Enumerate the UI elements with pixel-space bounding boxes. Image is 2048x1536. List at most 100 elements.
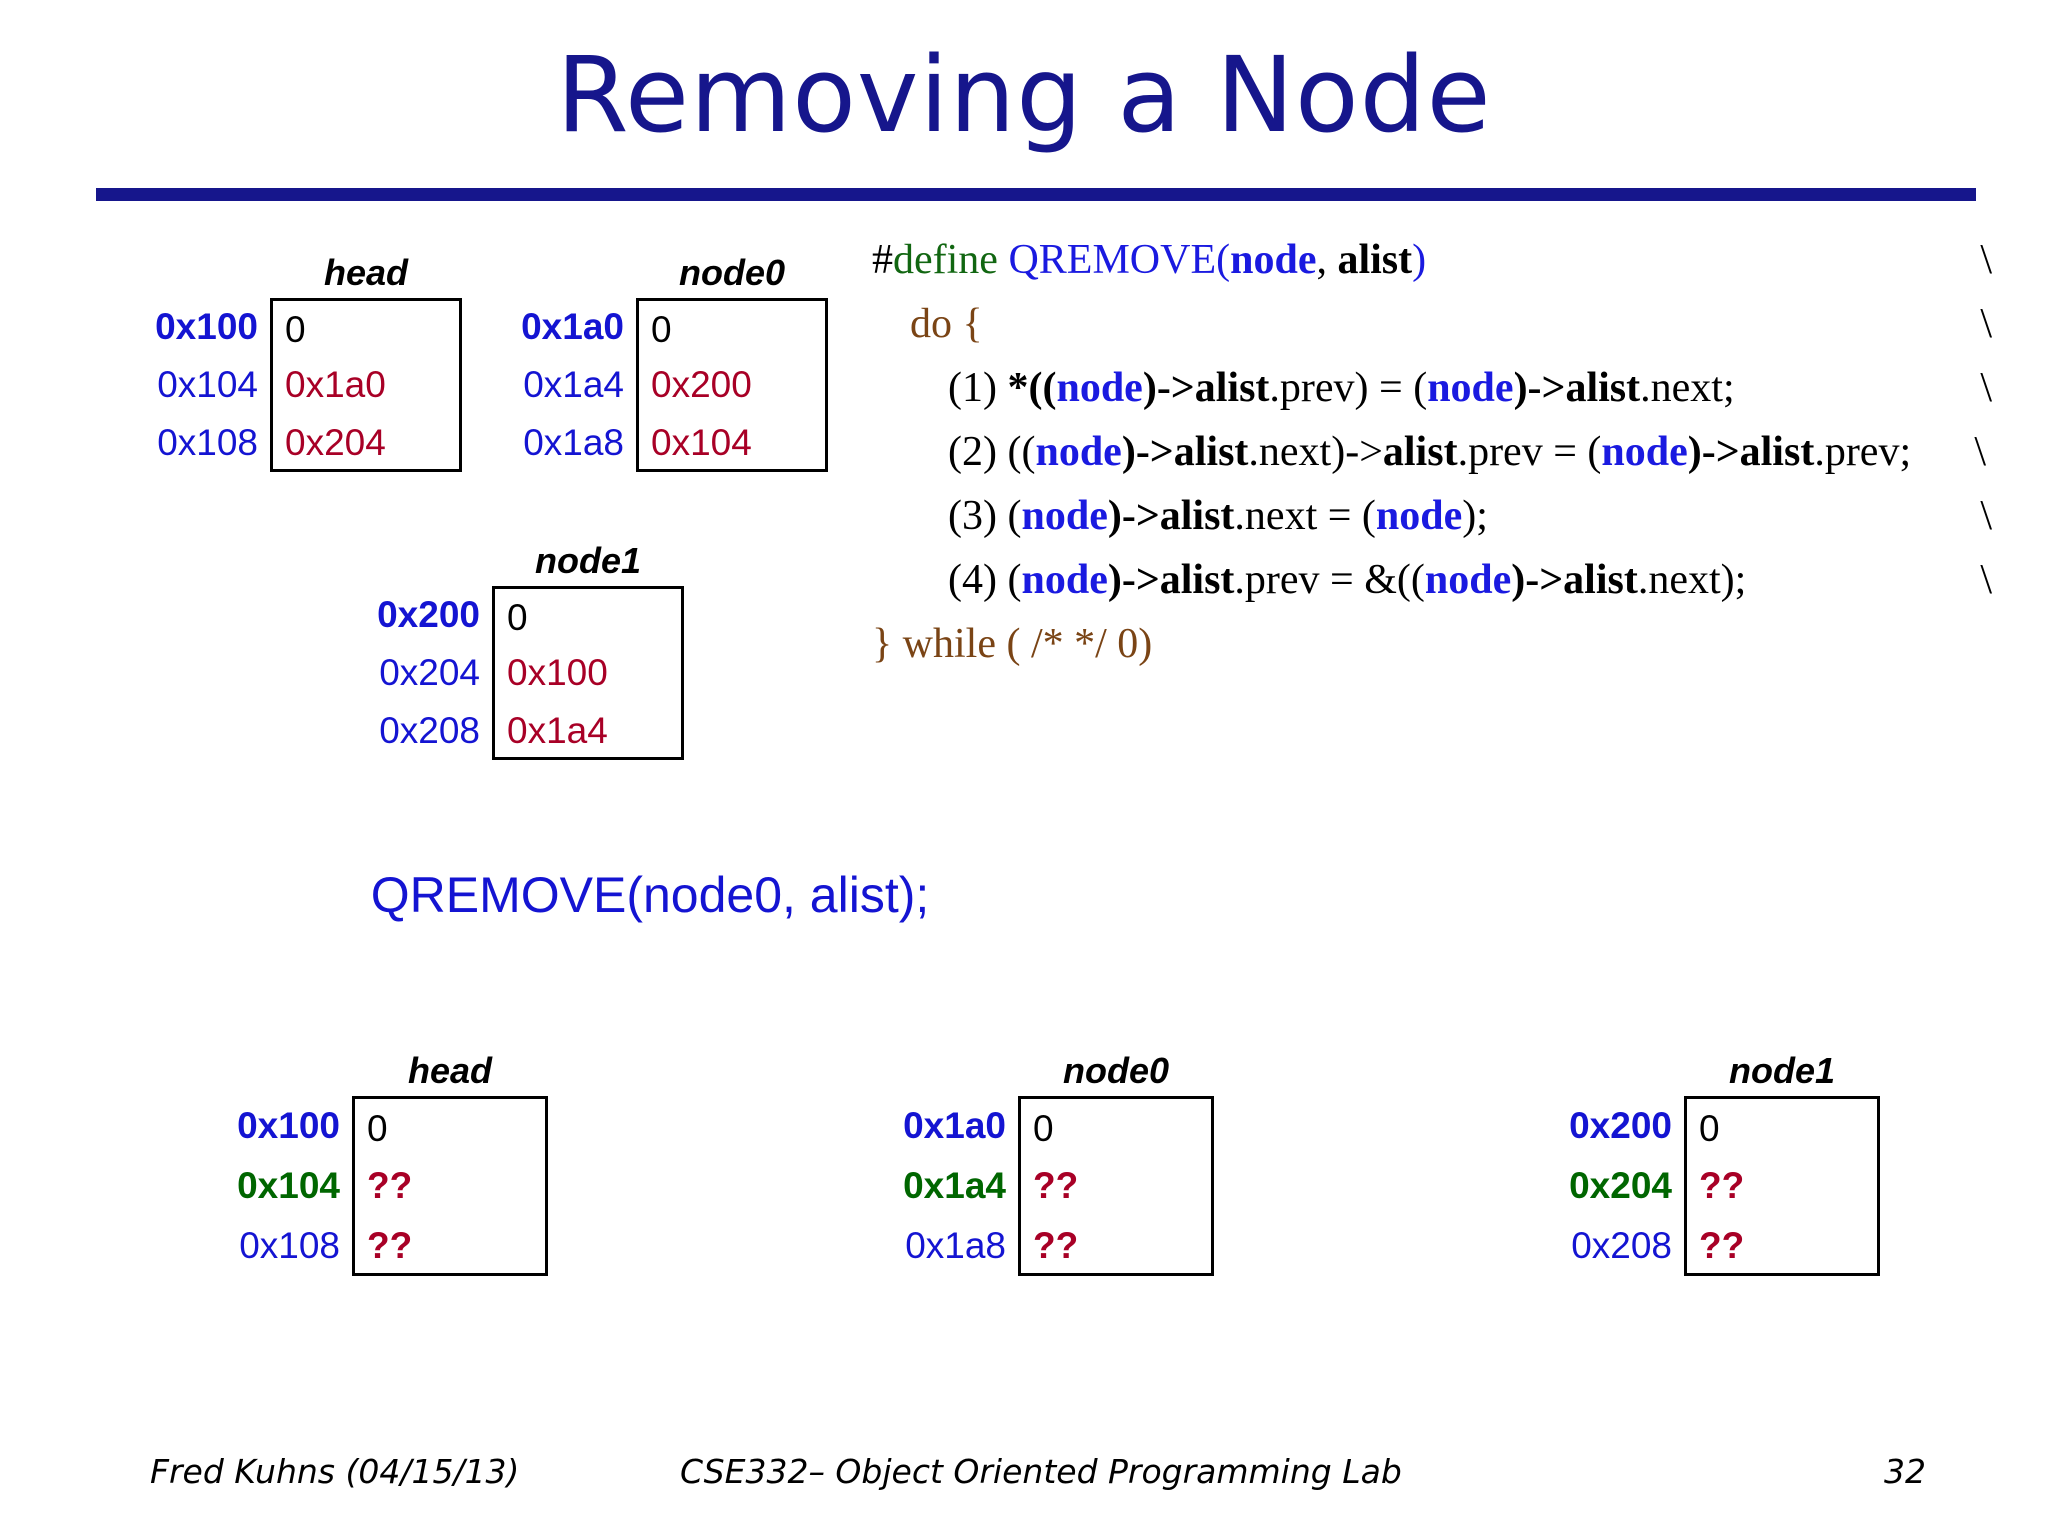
table-rows: 0x1a0 0 0x1a4 ?? 0x1a8 ?? bbox=[866, 1096, 1214, 1276]
table-row: 0x104 0x1a0 bbox=[118, 356, 462, 414]
code-line-3: (3) (node)->alist.next = (node);\ bbox=[872, 484, 1992, 548]
table-row: 0x200 0 bbox=[1532, 1096, 1880, 1156]
row-value: 0x1a4 bbox=[492, 702, 684, 760]
table-row: 0x208 ?? bbox=[1532, 1216, 1880, 1276]
alist-token: alist bbox=[1739, 429, 1815, 475]
code-token: .prev; bbox=[1814, 429, 1912, 475]
row-address: 0x1a4 bbox=[523, 364, 624, 405]
table-row: 0x100 0 bbox=[118, 298, 462, 356]
line-continuation: \ bbox=[1980, 557, 1992, 603]
code-token: )-> bbox=[1513, 365, 1566, 411]
row-address: 0x100 bbox=[237, 1105, 340, 1146]
row-address: 0x1a0 bbox=[521, 306, 624, 347]
row-value: ?? bbox=[352, 1156, 548, 1216]
alist-token: alist bbox=[1565, 365, 1641, 411]
row-value: 0x204 bbox=[270, 414, 462, 472]
row-value: 0 bbox=[1684, 1096, 1880, 1156]
code-line-1: (1) *((node)->alist.prev) = (node)->alis… bbox=[872, 356, 1992, 420]
line-continuation: \ bbox=[1980, 365, 1992, 411]
param-node: node bbox=[1230, 237, 1317, 283]
code-token: *(( bbox=[1007, 365, 1057, 411]
step-number: (4) bbox=[948, 557, 1008, 603]
code-token: )-> bbox=[1687, 429, 1740, 475]
footer-course: CSE332– Object Oriented Programming Lab bbox=[680, 1452, 1402, 1491]
row-address: 0x208 bbox=[1571, 1225, 1672, 1266]
row-value: 0x104 bbox=[636, 414, 828, 472]
row-address: 0x208 bbox=[379, 710, 480, 751]
step-number: (3) bbox=[948, 493, 1008, 539]
paren-close: ) bbox=[1412, 237, 1427, 283]
comma-token: , bbox=[1316, 237, 1338, 283]
table-row: 0x104 ?? bbox=[200, 1156, 548, 1216]
row-address: 0x204 bbox=[379, 652, 480, 693]
row-value: 0 bbox=[1018, 1096, 1214, 1156]
node-token: node bbox=[1375, 493, 1463, 539]
macro-name: QREMOVE( bbox=[1008, 237, 1231, 283]
define-keyword: define bbox=[893, 237, 998, 283]
macro-invocation-label: QREMOVE(node0, alist); bbox=[370, 867, 930, 923]
page-title: Removing a Node bbox=[556, 34, 1492, 156]
row-value: 0x100 bbox=[492, 644, 684, 702]
code-token: ( bbox=[1007, 493, 1022, 539]
node-token: node bbox=[1424, 557, 1512, 603]
row-value: ?? bbox=[352, 1216, 548, 1276]
row-address: 0x200 bbox=[1569, 1105, 1672, 1146]
code-token: )-> bbox=[1511, 557, 1564, 603]
table-rows: 0x200 0 0x204 ?? 0x208 ?? bbox=[1532, 1096, 1880, 1276]
table-rows: 0x100 0 0x104 ?? 0x108 ?? bbox=[200, 1096, 548, 1276]
footer-page-number: 32 bbox=[1884, 1452, 1926, 1491]
code-line-2: (2) ((node)->alist.next)->alist.prev = (… bbox=[872, 420, 1992, 484]
slide-footer: Fred Kuhns (04/15/13) CSE332– Object Ori… bbox=[0, 1452, 2048, 1522]
table-label: node1 bbox=[1728, 1050, 1835, 1091]
code-token: (( bbox=[1007, 429, 1036, 475]
title-divider bbox=[96, 188, 1976, 201]
do-keyword: do { bbox=[910, 301, 983, 347]
table-row: 0x108 0x204 bbox=[118, 414, 462, 472]
footer-author: Fred Kuhns (04/15/13) bbox=[150, 1452, 520, 1491]
code-line-while: } while ( /* */ 0) bbox=[872, 612, 1992, 676]
line-continuation: \ bbox=[1974, 429, 1986, 475]
code-token: .prev) = ( bbox=[1269, 365, 1428, 411]
row-value: ?? bbox=[1684, 1156, 1880, 1216]
row-value: ?? bbox=[1018, 1216, 1214, 1276]
table-label: node0 bbox=[678, 252, 785, 293]
table-row: 0x100 0 bbox=[200, 1096, 548, 1156]
node-token: node bbox=[1427, 365, 1514, 411]
node-token: node bbox=[1056, 365, 1143, 411]
row-address: 0x200 bbox=[377, 594, 480, 635]
node-token: node bbox=[1021, 557, 1108, 603]
code-token: .next = ( bbox=[1234, 493, 1376, 539]
row-address: 0x108 bbox=[157, 422, 258, 463]
table-row: 0x1a4 0x200 bbox=[484, 356, 828, 414]
code-line-4: (4) (node)->alist.prev = &((node)->alist… bbox=[872, 548, 1992, 612]
node-token: node bbox=[1035, 429, 1122, 475]
table-row: 0x204 0x100 bbox=[340, 644, 684, 702]
step-number: (1) bbox=[948, 365, 1008, 411]
table-row: 0x208 0x1a4 bbox=[340, 702, 684, 760]
alist-token: alist bbox=[1194, 365, 1270, 411]
while-clause: } while ( /* */ 0) bbox=[872, 621, 1153, 667]
table-row: 0x1a8 0x104 bbox=[484, 414, 828, 472]
code-token: )-> bbox=[1107, 493, 1160, 539]
code-line-define: #define QREMOVE(node, alist)\ bbox=[872, 228, 1992, 292]
row-address: 0x100 bbox=[155, 306, 258, 347]
row-address: 0x1a8 bbox=[523, 422, 624, 463]
code-token: )-> bbox=[1121, 429, 1174, 475]
table-row: 0x1a0 0 bbox=[484, 298, 828, 356]
row-value: 0 bbox=[270, 298, 462, 356]
hash-token: # bbox=[872, 237, 893, 283]
row-value: 0x1a0 bbox=[270, 356, 462, 414]
row-value: ?? bbox=[1018, 1156, 1214, 1216]
param-alist: alist bbox=[1337, 237, 1413, 283]
row-value: 0 bbox=[352, 1096, 548, 1156]
row-address: 0x108 bbox=[239, 1225, 340, 1266]
row-value: 0 bbox=[636, 298, 828, 356]
table-rows: 0x1a0 0 0x1a4 0x200 0x1a8 0x104 bbox=[484, 298, 828, 472]
table-row: 0x1a0 0 bbox=[866, 1096, 1214, 1156]
row-address: 0x1a8 bbox=[905, 1225, 1006, 1266]
table-label: node1 bbox=[534, 540, 641, 581]
code-token: .next; bbox=[1640, 365, 1735, 411]
table-label: node0 bbox=[1062, 1050, 1169, 1091]
row-value: ?? bbox=[1684, 1216, 1880, 1276]
code-token: ( bbox=[1007, 557, 1022, 603]
